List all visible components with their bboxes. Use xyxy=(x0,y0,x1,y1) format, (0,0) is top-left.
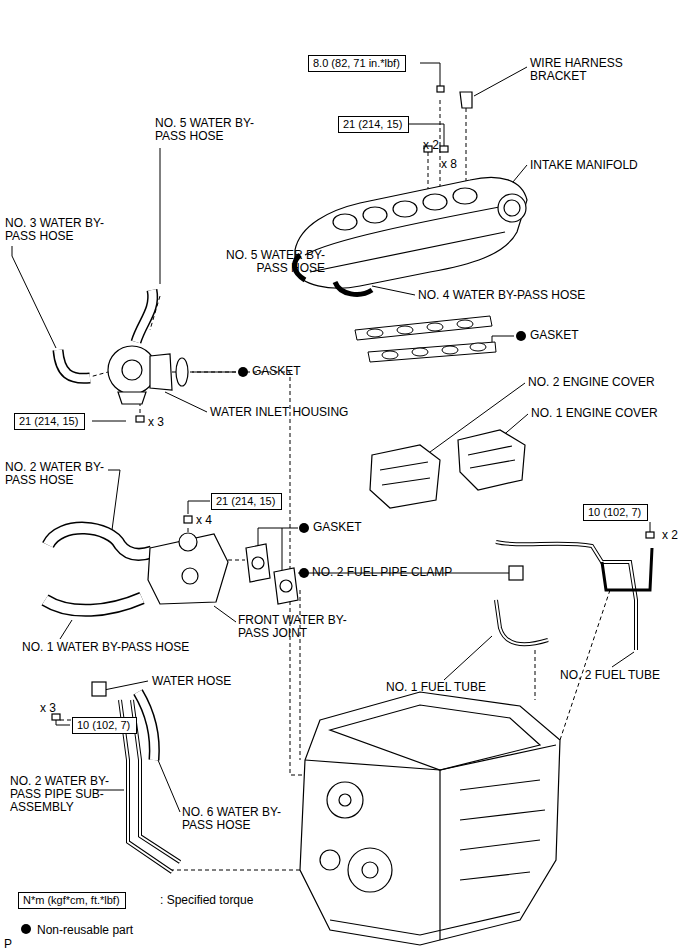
torque-box: 21 (214, 15) xyxy=(14,413,85,430)
legend-text: Non-reusable part xyxy=(37,923,133,937)
quantity-label: x 3 xyxy=(148,416,164,429)
part-name: NO. 2 ENGINE COVER xyxy=(528,376,655,389)
part-name: NO. 2 WATER BY-PASS HOSE xyxy=(5,461,105,487)
torque-value: N*m (kgf*cm, ft.*lbf) xyxy=(23,894,120,906)
part-name: WATER INLET HOUSING xyxy=(210,406,348,419)
part-name: NO. 5 WATER BY-PASS HOSE xyxy=(155,117,255,143)
legend-swatch xyxy=(20,923,32,935)
torque-value: 21 (214, 15) xyxy=(216,495,275,507)
part-name: NO. 4 WATER BY-PASS HOSE xyxy=(418,289,585,302)
part-name: NO. 2 FUEL PIPE CLAMP xyxy=(312,566,452,579)
manifold-gaskets xyxy=(355,316,496,362)
part-name: WIRE HARNESS BRACKET xyxy=(530,57,640,83)
torque-box: 10 (102, 7) xyxy=(583,504,648,521)
engine-covers xyxy=(370,430,525,508)
torque-value: 10 (102, 7) xyxy=(588,506,641,518)
part-name: WATER HOSE xyxy=(152,675,231,688)
torque-value: 8.0 (82, 71 in.*lbf) xyxy=(313,57,400,69)
part-name: INTAKE MANIFOLD xyxy=(530,159,638,172)
torque-box: 21 (214, 15) xyxy=(338,116,409,133)
legend-entry: Non-reusable part xyxy=(20,923,133,937)
quantity-label: x 4 xyxy=(196,514,212,527)
part-name: NO. 1 FUEL TUBE xyxy=(386,681,486,694)
part-name: GASKET xyxy=(313,521,362,534)
quantity-label: x 2 xyxy=(662,529,678,542)
torque-box: 21 (214, 15) xyxy=(211,493,282,510)
part-name: GASKET xyxy=(252,365,301,378)
non-reusable-dots xyxy=(238,331,526,578)
torque-value: 10 (102, 7) xyxy=(77,719,130,731)
part-name: NO. 2 WATER BY-PASS PIPE SUB-ASSEMBLY xyxy=(10,775,110,814)
torque-legend-box: N*m (kgf*cm, ft.*lbf) xyxy=(18,892,126,909)
water-inlet-housing xyxy=(58,290,188,422)
part-name: NO. 5 WATER BY-PASS HOSE xyxy=(215,249,325,275)
part-name: FRONT WATER BY-PASS JOINT xyxy=(238,614,348,640)
legend-note: : Specified torque xyxy=(160,894,253,907)
quantity-label: x 8 xyxy=(441,158,457,171)
part-name: NO. 6 WATER BY-PASS HOSE xyxy=(182,806,282,832)
leader-lines xyxy=(12,63,650,812)
part-name: NO. 3 WATER BY-PASS HOSE xyxy=(5,217,105,243)
front-water-by-pass-joint xyxy=(45,516,298,610)
part-name: NO. 1 ENGINE COVER xyxy=(531,407,658,420)
part-name: NO. 2 FUEL TUBE xyxy=(560,669,660,682)
torque-value: 21 (214, 15) xyxy=(343,118,402,130)
quantity-label: x 3 xyxy=(40,702,56,715)
figure-code: P xyxy=(4,938,12,951)
engine-assembly xyxy=(300,692,560,945)
torque-box: 8.0 (82, 71 in.*lbf) xyxy=(308,55,406,72)
part-name: GASKET xyxy=(530,329,579,342)
torque-value: 21 (214, 15) xyxy=(19,415,78,427)
part-name: NO. 1 WATER BY-PASS HOSE xyxy=(22,641,189,654)
quantity-label: x 2 xyxy=(423,139,439,152)
fuel-tubes xyxy=(496,532,654,650)
intake-manifold xyxy=(295,86,527,294)
torque-box: 10 (102, 7) xyxy=(72,717,137,734)
